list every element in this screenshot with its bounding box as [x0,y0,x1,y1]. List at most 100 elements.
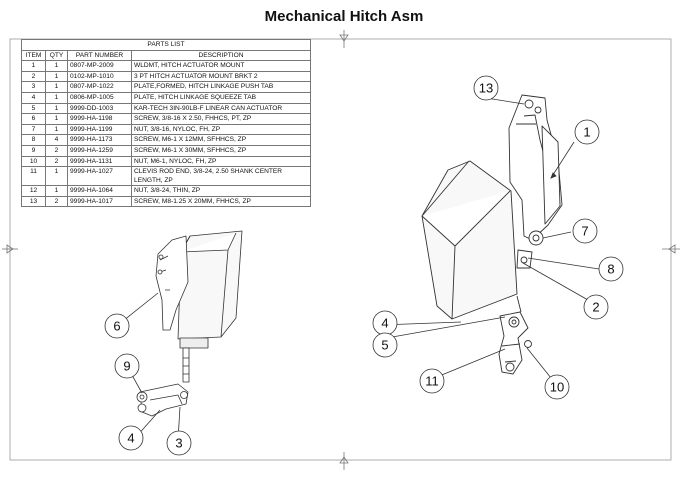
qty-cell: 1 [45,70,68,83]
balloons [104,75,624,456]
qty-cell: 1 [45,81,68,93]
qty-cell: 4 [45,134,68,146]
item-cell: 11 [21,166,46,187]
qty-cell: 1 [45,60,68,72]
balloon-label-3: 3 [175,436,182,451]
drawing-title: Mechanical Hitch Asm [264,8,424,25]
balloon-label-4-small: 4 [127,431,134,446]
balloon-3 [166,430,192,456]
balloon-label-4-large: 4 [381,316,388,331]
item-cell: 2 [21,70,46,83]
item-cell: 8 [21,134,46,146]
item-cell: 13 [21,195,46,208]
column-header-description: DESCRIPTION [131,49,311,62]
column-header-item: ITEM [21,49,46,62]
part-number-cell: 9999-HA-1199 [67,123,132,136]
balloon-7 [572,218,598,244]
balloon-6 [104,313,130,339]
qty-cell: 1 [45,166,68,187]
qty-cell: 2 [45,155,68,168]
part-number-cell: 9999-HA-1027 [67,166,132,187]
item-cell: 7 [21,123,46,136]
balloon-label-5: 5 [381,338,388,353]
column-header-part-number: PART NUMBER [67,49,132,62]
description-cell: SCREW, M6-1 X 12MM, SFHHCS, ZP [131,134,311,146]
balloon-label-1: 1 [583,125,590,140]
part-number-cell: 0807-MP-2009 [67,60,132,72]
qty-cell: 2 [45,195,68,208]
balloon-label-6: 6 [113,319,120,334]
balloon-11 [419,368,445,394]
balloon-1 [574,119,600,145]
balloon-13 [473,75,499,101]
part-number-cell: 9999-HA-1064 [67,185,132,197]
balloon-10 [544,374,570,400]
description-cell: SCREW, M8-1.25 X 20MM, FHHCS, ZP [131,195,311,208]
item-cell: 10 [21,155,46,168]
description-cell: SCREW, 3/8-16 X 2.50, FHHCS, PT, ZP [131,113,311,125]
part-number-cell: 9999-DD-1003 [67,102,132,115]
column-header-qty: QTY [45,49,68,62]
qty-cell: 2 [45,144,68,157]
balloon-label-10: 10 [550,380,564,395]
qty-cell: 1 [45,185,68,197]
description-cell: NUT, 3/8-24, THIN, ZP [131,185,311,197]
part-number-cell: 9999-HA-1173 [67,134,132,146]
item-cell: 6 [21,113,46,125]
balloon-4-small [118,425,144,451]
part-number-cell: 9999-HA-1131 [67,155,132,168]
description-cell: PLATE, HITCH LINKAGE SQUEEZE TAB [131,91,311,104]
part-number-cell: 9999-HA-1198 [67,113,132,125]
description-cell: PLATE,FORMED, HITCH LINKAGE PUSH TAB [131,81,311,93]
balloon-5 [372,332,398,358]
item-cell: 4 [21,91,46,104]
part-number-cell: 0807-MP-1022 [67,81,132,93]
balloon-2 [583,294,609,320]
part-number-cell: 9999-HA-1259 [67,144,132,157]
item-cell: 5 [21,102,46,115]
description-cell: CLEVIS ROD END, 3/8-24, 2.50 SHANK CENTE… [131,166,311,187]
drawing-border [9,38,672,461]
qty-cell: 1 [45,123,68,136]
description-cell: 3 PT HITCH ACTUATOR MOUNT BRKT 2 [131,70,311,83]
qty-cell: 1 [45,91,68,104]
item-cell: 3 [21,81,46,93]
parts-list-table: PARTS LIST ITEM QTY PART NUMBER DESCRIPT… [21,39,311,208]
description-cell: NUT, M6-1, NYLOC, FH, ZP [131,155,311,168]
large-assembly-view [421,94,563,375]
item-cell: 9 [21,144,46,157]
small-assembly-view [136,230,243,417]
balloon-label-9: 9 [123,359,130,374]
centering-marks [2,30,680,470]
item-cell: 1 [21,60,46,72]
qty-cell: 1 [45,102,68,115]
part-number-cell: 0806-MP-1005 [67,91,132,104]
part-number-cell: 0102-MP-1010 [67,70,132,83]
item-cell: 12 [21,185,46,197]
description-cell: WLDMT, HITCH ACTUATOR MOUNT [131,60,311,72]
part-number-cell: 9999-HA-1017 [67,195,132,208]
balloon-8 [598,256,624,282]
balloon-label-7: 7 [581,224,588,239]
description-cell: KAR-TECH 3IN-90LB-F LINEAR CAN ACTUATOR [131,102,311,115]
balloon-label-8: 8 [607,262,614,277]
balloon-label-11: 11 [425,374,439,389]
balloon-9 [114,353,140,379]
balloon-label-2: 2 [592,300,599,315]
parts-list-caption: PARTS LIST [21,39,311,51]
description-cell: SCREW, M6-1 X 30MM, SFHHCS, ZP [131,144,311,157]
qty-cell: 1 [45,113,68,125]
